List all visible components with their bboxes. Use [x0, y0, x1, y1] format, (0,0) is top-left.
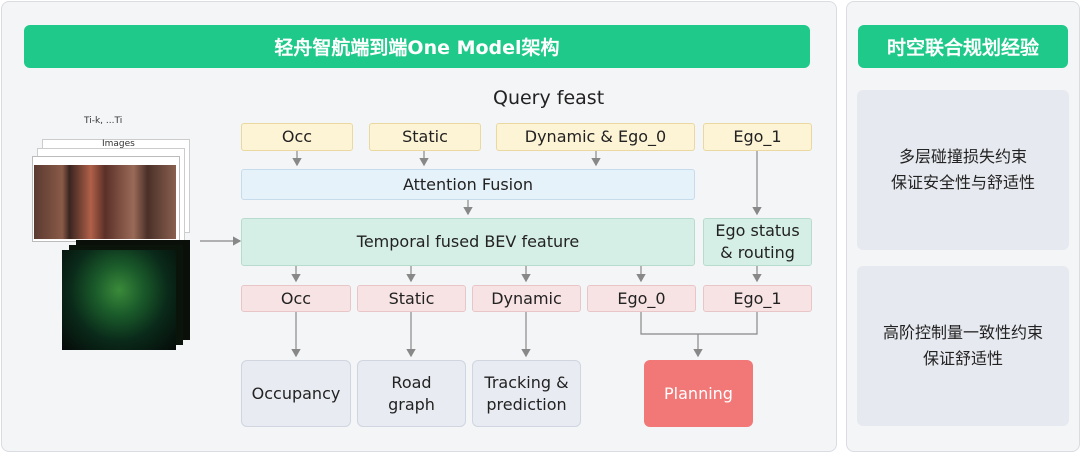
card1-line2: 保证安全性与舒适性	[890, 173, 1035, 192]
output-ego1: Ego_1	[703, 285, 812, 312]
temporal-bev-feature: Temporal fused BEV feature	[241, 218, 695, 266]
output-occ: Occ	[241, 285, 351, 312]
query-dynamic-ego0: Dynamic & Ego_0	[496, 123, 695, 151]
card2-line2: 保证舒适性	[922, 349, 1003, 368]
output-ego0: Ego_0	[587, 285, 696, 312]
planning-box: Planning	[644, 360, 753, 427]
constraint-card-control: 高阶控制量一致性约束 保证舒适性	[857, 266, 1069, 426]
images-label: Images	[102, 139, 135, 149]
query-ego1: Ego_1	[703, 123, 812, 151]
task-occupancy: Occupancy	[241, 360, 351, 427]
task-road-graph: Road graph	[357, 360, 466, 427]
query-static: Static	[369, 123, 481, 151]
task-tracking-prediction: Tracking & prediction	[472, 360, 581, 427]
query-title: Query feast	[493, 87, 605, 109]
card1-line1: 多层碰撞损失约束	[898, 147, 1027, 167]
camera-images: Images	[32, 139, 190, 242]
card2-line1: 高阶控制量一致性约束	[882, 323, 1043, 343]
main-title-banner: 轻舟智航端到端One Model架构	[24, 25, 810, 68]
side-title-banner: 时空联合规划经验	[858, 25, 1068, 68]
camera-image	[34, 165, 176, 239]
lidar-pointcloud	[62, 240, 190, 350]
constraint-card-collision: 多层碰撞损失约束 保证安全性与舒适性	[857, 90, 1069, 250]
attention-fusion: Attention Fusion	[241, 169, 695, 200]
output-static: Static	[357, 285, 466, 312]
query-occ: Occ	[241, 123, 353, 151]
time-label: Ti-k, ...Ti	[84, 116, 123, 126]
output-dynamic: Dynamic	[472, 285, 581, 312]
ego-status-routing: Ego status & routing	[703, 218, 812, 266]
